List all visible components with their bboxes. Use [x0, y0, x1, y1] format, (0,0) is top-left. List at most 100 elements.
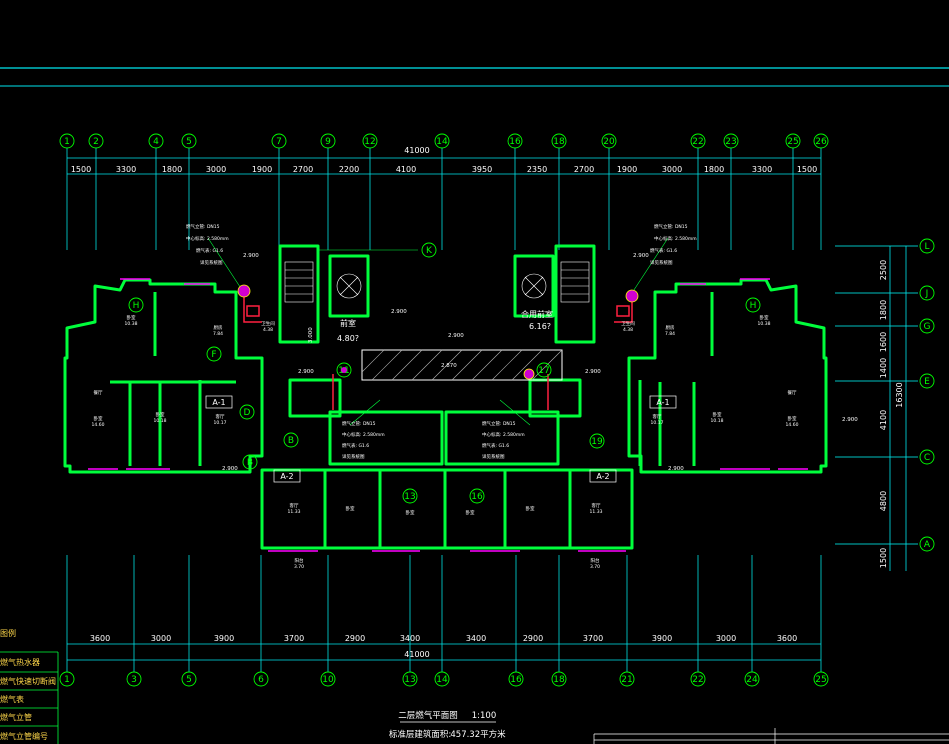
dimension-right-0: 2500: [879, 260, 888, 280]
svg-text:10.17: 10.17: [214, 420, 227, 426]
axis-bubble-top-13-circle: [785, 133, 801, 149]
axis-bubble-bottom-8-label: 18: [553, 675, 565, 685]
svg-text:中心标高: 2.580mm: 中心标高: 2.580mm: [654, 235, 697, 242]
svg-text:2.900: 2.900: [585, 369, 601, 375]
dimension-top-14: 3300: [752, 165, 772, 174]
dimension-bottom-7: 2900: [523, 634, 543, 643]
dimension-right-2: 1600: [879, 332, 888, 352]
svg-text:燃气立管: DN15: 燃气立管: DN15: [186, 223, 220, 230]
svg-text:详见系统图: 详见系统图: [200, 259, 223, 266]
axis-bubble-bottom-2-label: 5: [186, 675, 192, 685]
svg-text:4.38: 4.38: [263, 327, 273, 333]
legend-item-2: 燃气快速切断阀: [0, 676, 56, 686]
axis-bubble-bottom-12-label: 25: [815, 675, 826, 685]
svg-text:7.84: 7.84: [665, 331, 675, 337]
svg-text:卧室: 卧室: [156, 411, 165, 418]
dimension-bottom-2: 3900: [214, 634, 234, 643]
svg-text:11.33: 11.33: [288, 509, 301, 515]
dimension-top-2: 1800: [162, 165, 182, 174]
axis-bubble-top-10-circle: [601, 133, 617, 149]
svg-text:燃气立管: DN15: 燃气立管: DN15: [342, 420, 376, 427]
unit-type-boxes: [205, 395, 677, 483]
dimension-top-3: 3000: [206, 165, 226, 174]
axis-bubble-right-2-label: G: [924, 322, 931, 332]
lobby-right-area: 6.16?: [529, 322, 551, 331]
dimension-right-5: 4800: [879, 491, 888, 511]
svg-text:详见系统图: 详见系统图: [342, 453, 365, 460]
unit-a1-left: A-1: [212, 398, 225, 407]
svg-text:卫生间: 卫生间: [261, 320, 275, 327]
dimension-top-11: 1900: [617, 165, 637, 174]
tag-13: 13: [404, 492, 415, 502]
svg-text:3.70: 3.70: [590, 564, 600, 570]
window-symbols: [88, 278, 808, 552]
dimension-right-3: 1400: [879, 358, 888, 378]
axis-bubble-bottom-4-label: 10: [322, 675, 334, 685]
axis-bubble-bottom-3-circle: [253, 671, 269, 687]
axis-bubble-right-3-circle: [919, 373, 935, 389]
corridor-hatch: [361, 349, 563, 381]
svg-text:3.000: 3.000: [308, 327, 314, 343]
svg-text:2.900: 2.900: [448, 333, 464, 339]
axis-bubble-right-5-label: A: [924, 540, 931, 550]
svg-text:10.18: 10.18: [154, 418, 167, 424]
legend-title: 图例: [0, 628, 16, 638]
svg-text:4.38: 4.38: [623, 327, 633, 333]
dimension-bottom-9: 3900: [652, 634, 672, 643]
gas-appliance-symbols: [237, 284, 639, 380]
axis-bubble-top-6-circle: [362, 133, 378, 149]
axis-bubble-right-1-label: J: [925, 289, 929, 299]
legend-item-5: 燃气立管编号: [0, 731, 48, 741]
dimension-right-4: 4100: [879, 410, 888, 430]
svg-text:中心标高: 2.580mm: 中心标高: 2.580mm: [186, 235, 229, 242]
axis-bubble-top-10-label: 20: [603, 137, 615, 147]
svg-text:3.70: 3.70: [294, 564, 304, 570]
axis-bubble-right-2-circle: [919, 318, 935, 334]
svg-text:卧室: 卧室: [788, 415, 797, 422]
dimension-top-15: 1500: [797, 165, 817, 174]
tag-k: K: [426, 246, 433, 256]
axis-bubble-bottom-6-label: 14: [436, 675, 448, 685]
dimension-bottom-10: 3000: [716, 634, 736, 643]
lobby-left-label: 前室: [340, 318, 356, 328]
axis-bubble-top-6-label: 12: [364, 137, 375, 147]
axis-bubble-bottom-0-label: 1: [64, 675, 70, 685]
svg-text:卧室: 卧室: [760, 314, 769, 321]
drawing-title: 二层燃气平面图: [398, 710, 458, 721]
svg-text:2.900: 2.900: [243, 253, 259, 259]
dimension-bottom-11: 3600: [777, 634, 797, 643]
axis-bubble-top-1-circle: [88, 133, 104, 149]
axis-bubble-top-9-label: 18: [553, 137, 565, 147]
svg-text:详见系统图: 详见系统图: [650, 259, 673, 266]
axis-bubble-bottom-7-circle: [508, 671, 524, 687]
svg-text:燃气表: G1.6: 燃气表: G1.6: [196, 247, 223, 254]
axis-bubble-bottom-4-circle: [320, 671, 336, 687]
axis-bubble-bottom-11-label: 24: [746, 675, 758, 685]
svg-text:客厅: 客厅: [592, 502, 601, 509]
axis-bubble-bottom-5-label: 13: [404, 675, 415, 685]
axis-bubble-top-7-label: 14: [436, 137, 448, 147]
dimension-top-0: 1500: [71, 165, 91, 174]
legend-item-3: 燃气表: [0, 694, 24, 704]
axis-bubble-bottom-11-circle: [744, 671, 760, 687]
tag-h-right: H: [750, 301, 757, 311]
axis-bubble-right-5-circle: [919, 536, 935, 552]
dimension-bottom-3: 3700: [284, 634, 304, 643]
svg-text:燃气表: G1.6: 燃气表: G1.6: [650, 247, 677, 254]
axis-bubble-bottom-1-circle: [126, 671, 142, 687]
tag-19: 19: [591, 437, 603, 447]
axis-bubble-top-0-label: 1: [64, 137, 70, 147]
dimension-bottom-5: 3400: [400, 634, 420, 643]
svg-text:卫生间: 卫生间: [621, 320, 635, 327]
svg-text:10.18: 10.18: [711, 418, 724, 424]
svg-text:燃气立管: DN15: 燃气立管: DN15: [654, 223, 688, 230]
svg-text:2.900: 2.900: [391, 309, 407, 315]
svg-text:卧室: 卧室: [466, 509, 475, 516]
elevation-marks: 2.900 2.900 2.900 2.900 2.900 2.900 2.90…: [222, 253, 858, 472]
detail-tags: [128, 242, 761, 504]
axis-bubble-top-3-label: 5: [186, 137, 192, 147]
